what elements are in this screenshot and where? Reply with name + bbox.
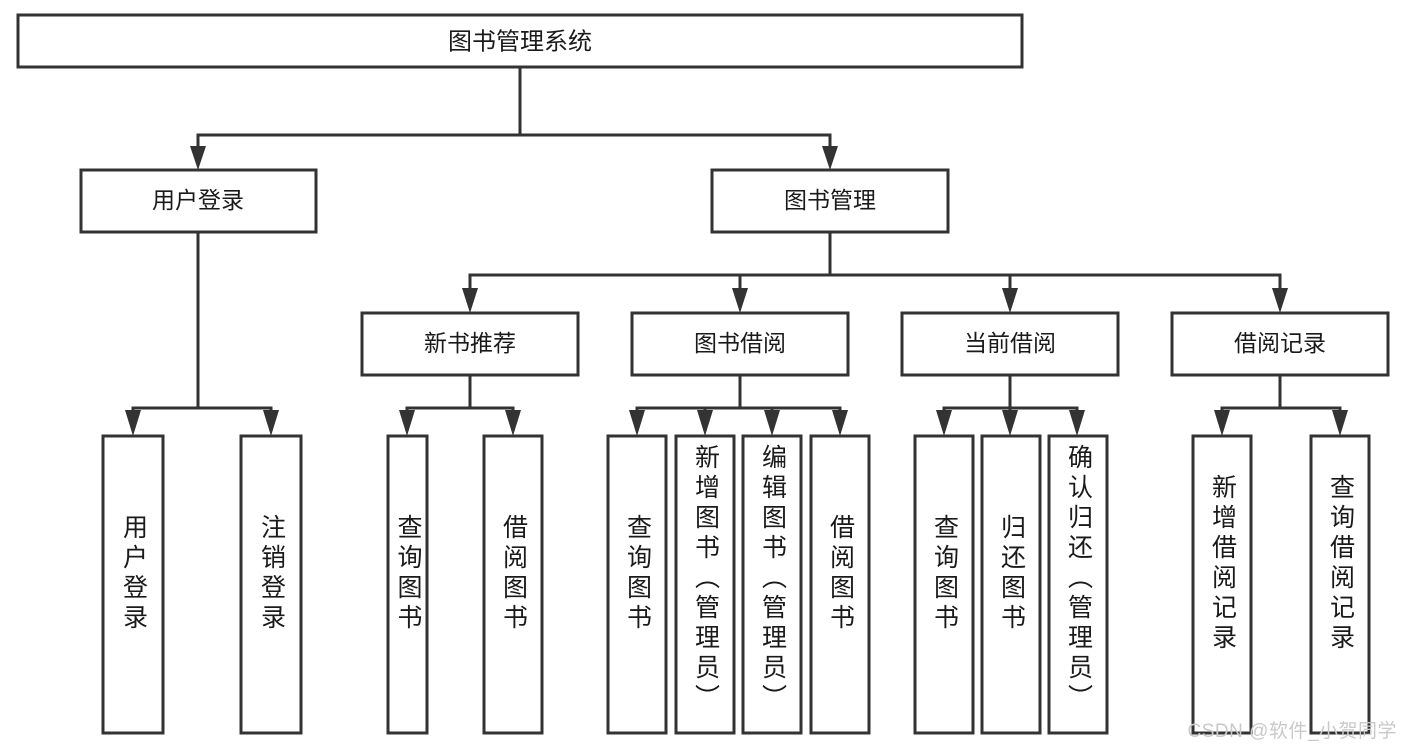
arrow-head-leaf-rec-borrow: [505, 410, 521, 436]
node-leaf-borrow-add-rect[interactable]: [674, 434, 736, 735]
node-user-login-label: 用户登录: [152, 187, 244, 213]
node-book-borrow-rect[interactable]: [630, 311, 850, 377]
node-leaf-cur-confirm-rect[interactable]: [1047, 434, 1109, 735]
node-user-login[interactable]: 用户登录: [79, 168, 318, 234]
arrow-head-leaf-rec-query: [399, 410, 415, 436]
node-new-book-rec-label: 新书推荐: [424, 330, 516, 356]
arrow-head-leaf-user-logout: [263, 410, 279, 436]
node-leaf-rec-query2-rect[interactable]: [1309, 434, 1371, 735]
arrow-head-leaf-user-login: [125, 410, 141, 436]
arrow-head-leaf-cur-confirm: [1069, 410, 1085, 436]
node-book-manage-label: 图书管理: [784, 187, 876, 213]
node-current-borrow-label: 当前借阅: [964, 330, 1056, 356]
connectors-group: [125, 65, 1348, 436]
node-book-manage[interactable]: 图书管理: [710, 168, 950, 234]
node-book-borrow-label: 图书借阅: [694, 330, 786, 356]
node-root-rect[interactable]: [16, 13, 1024, 69]
arrow-head-leaf-borrow-query: [629, 410, 645, 436]
node-new-book-rec-rect[interactable]: [360, 311, 580, 377]
arrow-head-current-borrow: [1002, 288, 1018, 313]
arrow-head-leaf-borrow-lend: [832, 410, 848, 436]
node-leaf-borrow-query-rect[interactable]: [606, 434, 668, 735]
node-current-borrow-rect[interactable]: [900, 311, 1120, 377]
node-borrow-record[interactable]: 借阅记录: [1170, 311, 1390, 377]
arrow-head-leaf-cur-query: [936, 410, 952, 436]
leaf-boxes-group: [101, 434, 1371, 735]
node-leaf-user-login-rect[interactable]: [101, 434, 165, 735]
arrow-head-new-book-rec: [462, 288, 478, 313]
watermark-text: CSDN @软件_小贺同学: [1187, 721, 1397, 742]
arrow-head-leaf-rec-query2: [1332, 410, 1348, 436]
arrow-head-user-login: [190, 146, 206, 170]
node-new-book-rec[interactable]: 新书推荐: [360, 311, 580, 377]
node-borrow-record-rect[interactable]: [1170, 311, 1390, 377]
node-leaf-borrow-lend-rect[interactable]: [809, 434, 871, 735]
node-book-borrow[interactable]: 图书借阅: [630, 311, 850, 377]
arrow-head-leaf-borrow-add: [697, 410, 713, 436]
arrow-head-leaf-cur-return: [1002, 410, 1018, 436]
arrow-head-borrow-record: [1272, 288, 1288, 313]
node-leaf-cur-query-rect[interactable]: [913, 434, 975, 735]
arrow-head-book-manage: [822, 146, 838, 170]
arrow-head-leaf-rec-add: [1214, 410, 1230, 436]
node-leaf-rec-query-rect[interactable]: [386, 434, 429, 735]
node-leaf-borrow-edit-rect[interactable]: [741, 434, 803, 735]
node-leaf-user-logout-rect[interactable]: [239, 434, 303, 735]
node-leaf-rec-borrow-rect[interactable]: [482, 434, 544, 735]
node-root[interactable]: 图书管理系统: [16, 13, 1024, 69]
node-borrow-record-label: 借阅记录: [1234, 330, 1326, 356]
node-leaf-cur-return-rect[interactable]: [980, 434, 1042, 735]
node-root-label: 图书管理系统: [448, 28, 592, 55]
arrow-head-leaf-borrow-edit: [764, 410, 780, 436]
node-user-login-rect[interactable]: [79, 168, 318, 234]
node-leaf-rec-add-rect[interactable]: [1191, 434, 1253, 735]
node-book-manage-rect[interactable]: [710, 168, 950, 234]
node-current-borrow[interactable]: 当前借阅: [900, 311, 1120, 377]
arrow-head-book-borrow: [732, 288, 748, 313]
